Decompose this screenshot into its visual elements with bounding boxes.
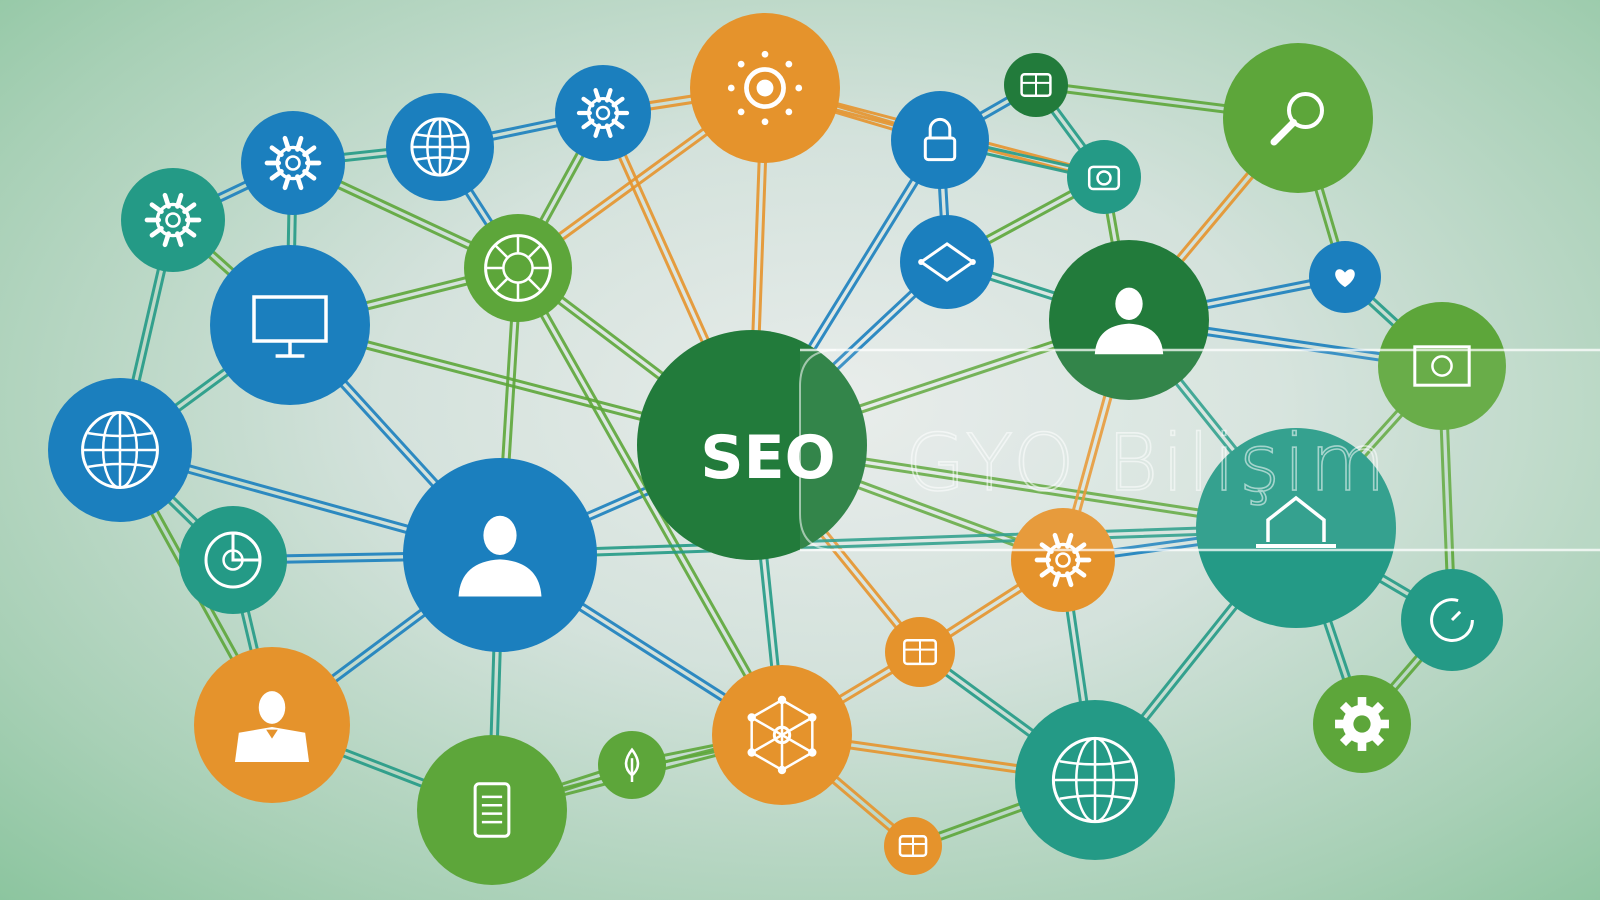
network-node [210,245,370,405]
network-node [900,215,994,309]
network-node [891,91,989,189]
network-node [1378,302,1506,430]
network-node [1309,241,1381,313]
lock-icon [923,117,957,162]
pie-chart-icon [204,531,262,589]
sun-gear-icon [727,50,803,126]
diamond-icon [918,242,976,282]
network-node [1067,140,1141,214]
box-icon [1020,72,1052,98]
network-node [884,817,942,875]
laptop-icon [1256,495,1336,548]
monitor-icon [252,295,328,358]
network-icon [747,695,817,775]
businessman-icon [234,691,310,763]
seo-hub-node [637,330,867,560]
leaf-icon [624,747,640,782]
network-nodes [48,13,1506,885]
network-node [179,506,287,614]
network-node [1313,675,1411,773]
person-icon [458,515,542,597]
connection-line [498,523,1298,560]
network-node [121,168,225,272]
globe-icon [1051,736,1139,824]
watermark-text: GYO Bilişim [905,419,1390,509]
box-icon [898,834,928,858]
network-node [48,378,192,522]
network-node [1196,428,1396,628]
network-node [1401,569,1503,671]
network-node [712,665,852,805]
gear-icon [264,135,322,191]
gear-icon [576,88,630,138]
network-node [1223,43,1373,193]
network-node [555,65,651,161]
heart-icon [1335,269,1355,288]
screen-icon [1413,345,1471,387]
camera-icon [1087,165,1121,191]
globe-icon [410,117,470,177]
globe-icon [81,411,159,489]
network-node [690,13,840,163]
box-icon [903,638,937,666]
person-icon [1094,287,1164,355]
target-wheel-icon [484,234,552,302]
network-node [885,617,955,687]
document-icon [473,782,511,838]
watermark: GYO Bilişim [799,348,1600,552]
gear-icon [144,192,202,248]
seo-hub-label: SEO [700,423,835,493]
refresh-icon [1430,598,1474,642]
network-node [598,731,666,799]
network-node [1004,53,1068,117]
network-node [386,93,494,201]
network-node [464,214,572,322]
network-node [194,647,350,803]
network-node [1049,240,1209,400]
network-node [241,111,345,215]
network-node [403,458,597,652]
cog-icon [1335,697,1389,751]
network-node [1015,700,1175,860]
search-icon [1270,92,1324,146]
network-node [417,735,567,885]
